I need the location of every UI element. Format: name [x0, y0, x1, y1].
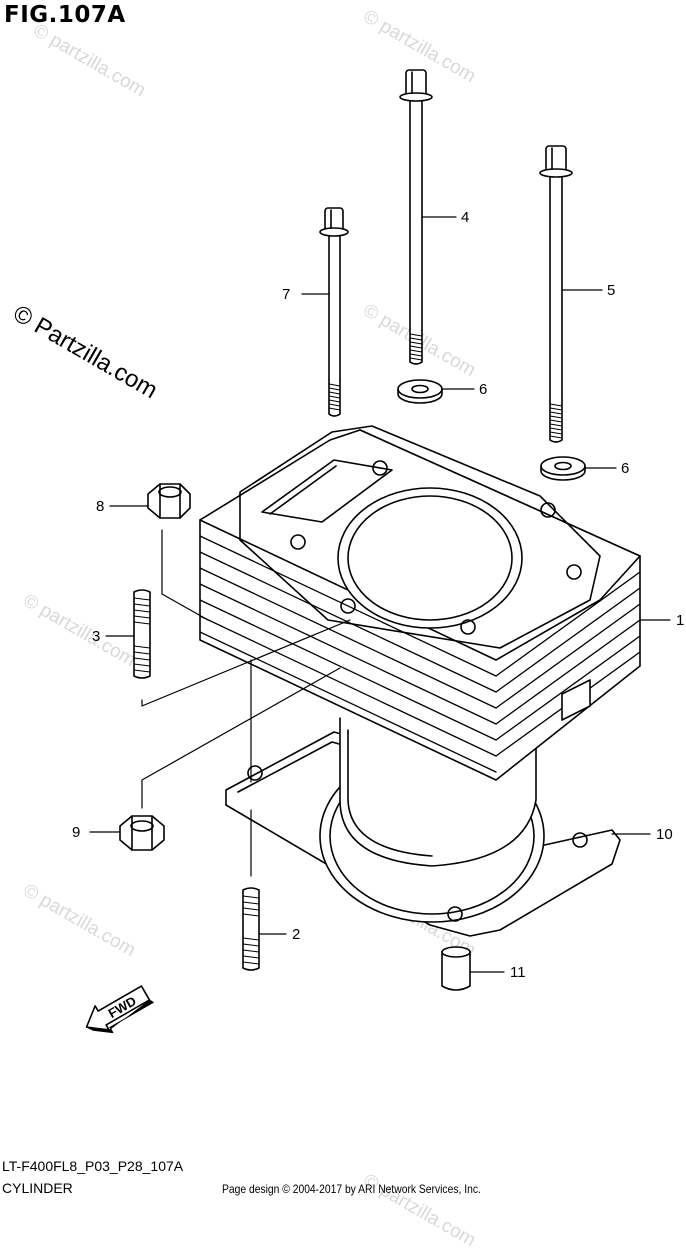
stud-3[interactable]	[133, 589, 151, 679]
fwd-arrow-icon: FWD	[85, 985, 154, 1034]
callout-8: 8	[96, 498, 104, 515]
model-code: LT-F400FL8_P03_P28_107A	[2, 1158, 184, 1174]
callout-7: 7	[282, 286, 290, 303]
nut-9[interactable]	[119, 815, 165, 851]
callout-2: 2	[292, 926, 300, 943]
callout-10: 10	[656, 826, 673, 843]
callout-3: 3	[92, 628, 100, 645]
cylinder-1[interactable]	[199, 425, 641, 867]
washer-6-lower[interactable]	[540, 456, 586, 481]
callout-6-lower: 6	[621, 460, 629, 477]
callout-9: 9	[72, 824, 80, 841]
bolt-5[interactable]	[539, 145, 573, 443]
leader-lines	[89, 216, 671, 973]
figure-title: FIG.107A	[4, 2, 126, 28]
bolt-7[interactable]	[319, 207, 349, 417]
callout-4: 4	[461, 209, 469, 226]
callout-1: 1	[676, 612, 684, 629]
callout-11: 11	[510, 964, 526, 981]
exploded-view: 1 2 3 4 5 6 6 7 8 9 10 11 FWD	[72, 69, 684, 1034]
washer-6-upper[interactable]	[397, 379, 443, 404]
dowel-pin-11[interactable]	[441, 946, 471, 991]
section-name: CYLINDER	[2, 1180, 73, 1196]
callout-6-upper: 6	[479, 381, 487, 398]
bolt-4[interactable]	[399, 69, 433, 365]
callout-5: 5	[607, 282, 615, 299]
copyright-credit: Page design © 2004-2017 by ARI Network S…	[222, 1182, 481, 1196]
nut-8[interactable]	[147, 483, 191, 519]
stud-2[interactable]	[242, 887, 260, 971]
